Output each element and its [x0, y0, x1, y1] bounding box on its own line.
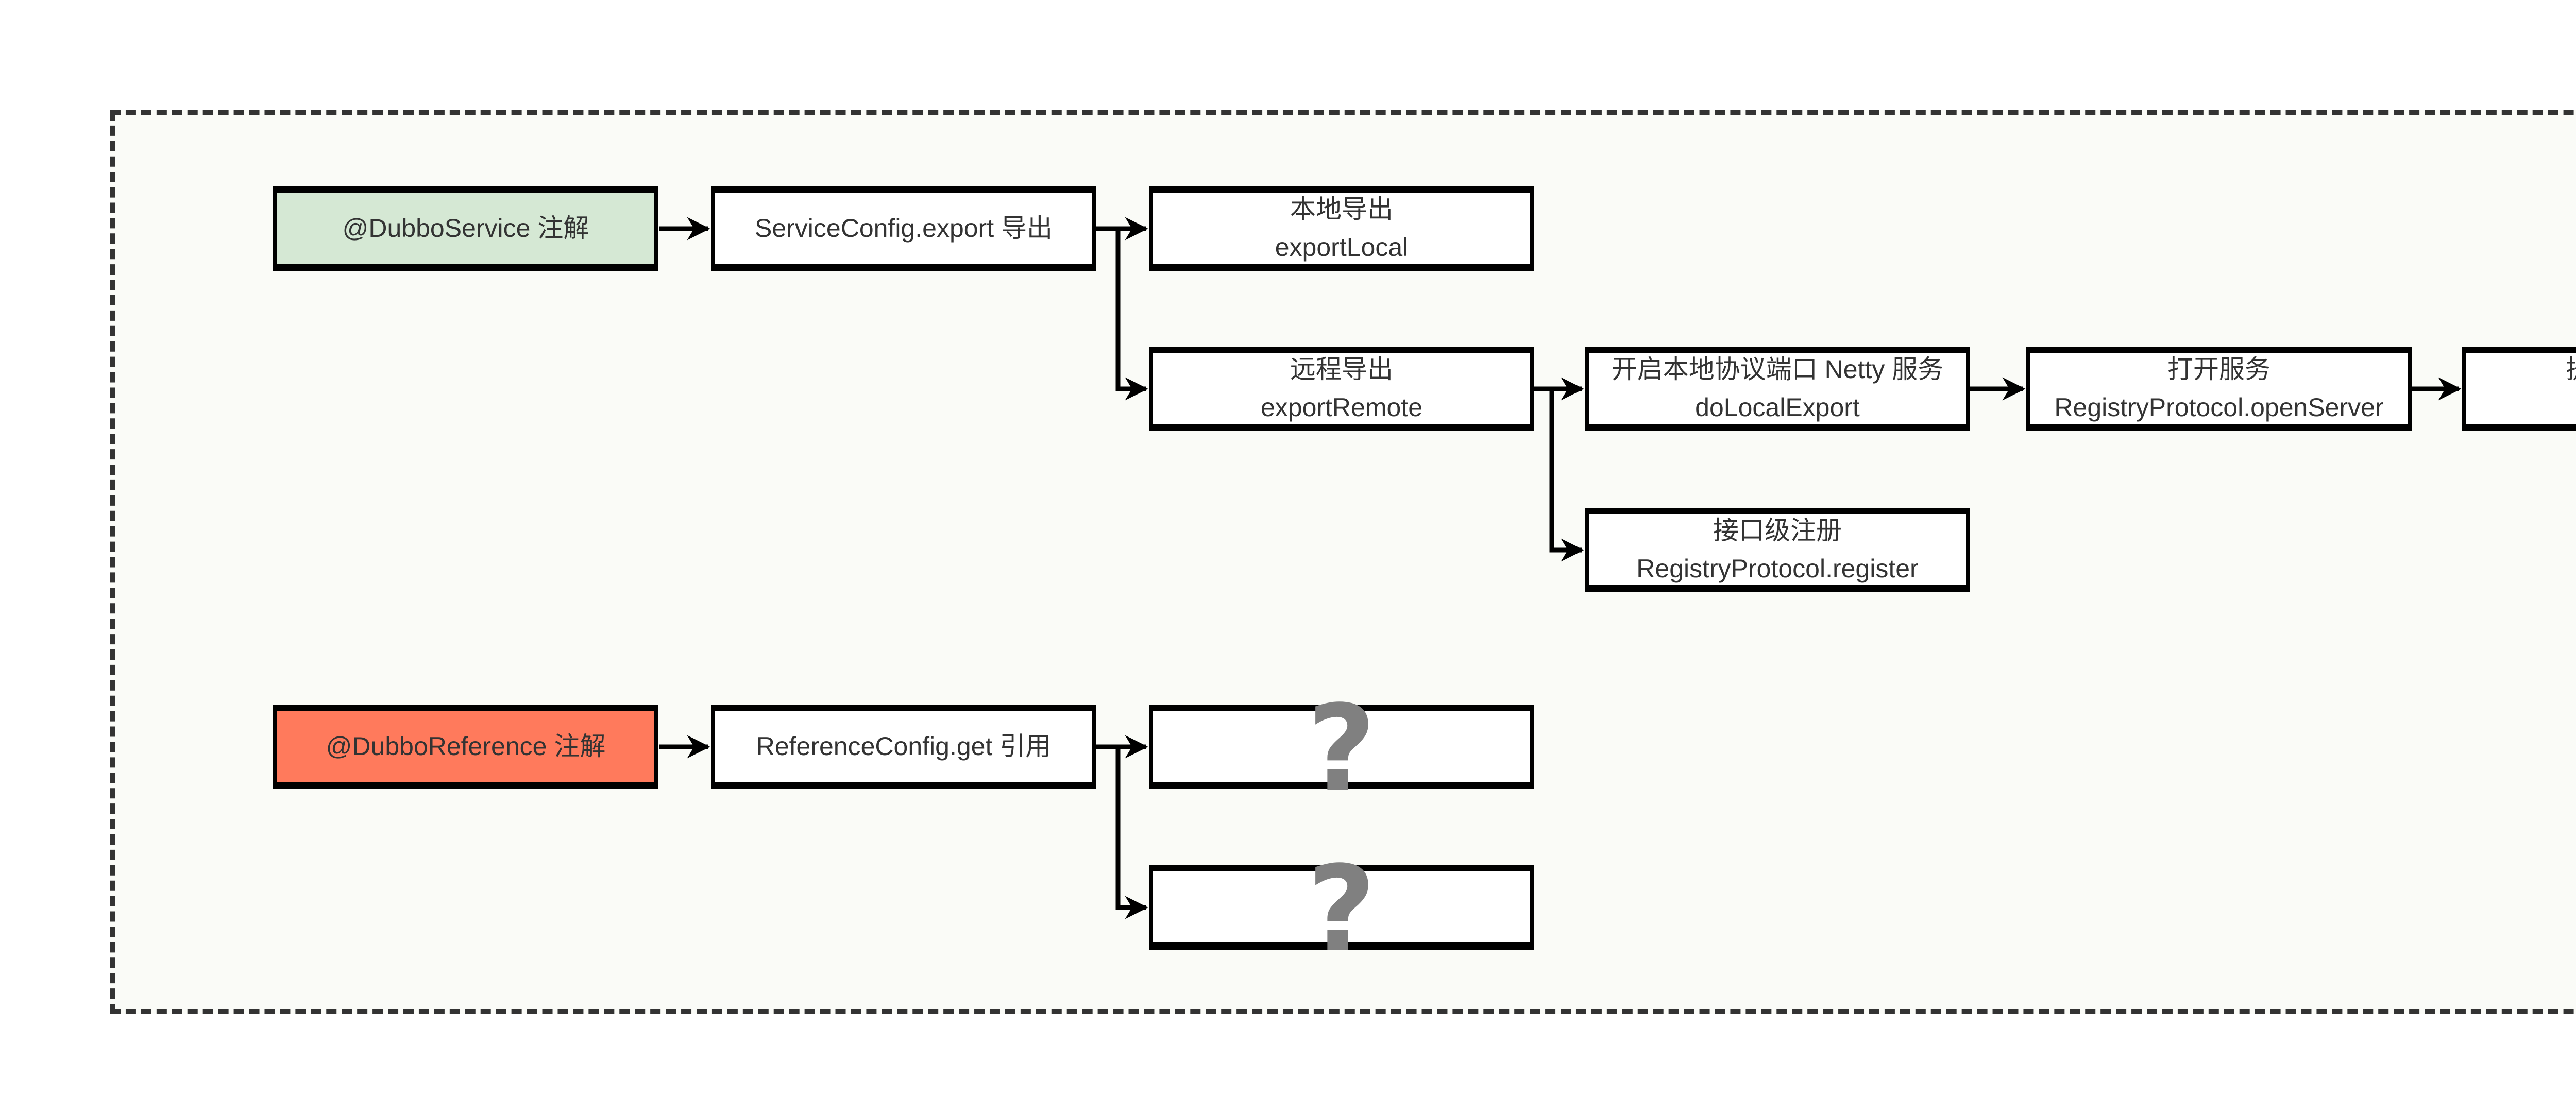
- node-label: ServiceConfig.export 导出: [754, 214, 1053, 243]
- unknown-step-node-1: ?: [1149, 690, 1534, 809]
- netty-server-node: 提供 Netty 服务 NettyServer: [2462, 347, 2576, 431]
- node-title: 开启本地协议端口 Netty 服务: [1611, 355, 1944, 384]
- node-label: @DubboService 注解: [342, 214, 589, 243]
- node-title: 打开服务: [2167, 355, 2270, 384]
- node-method: exportLocal: [1275, 233, 1409, 262]
- open-port-node: 开启本地协议端口 Netty 服务 doLocalExport: [1585, 347, 1970, 431]
- dubbo-reference-annotation-node: @DubboReference 注解: [273, 705, 658, 789]
- node-method: RegistryProtocol.openServer: [2054, 393, 2384, 422]
- service-config-export-node: ServiceConfig.export 导出: [711, 186, 1096, 271]
- register-node: 接口级注册 RegistryProtocol.register: [1585, 508, 1970, 592]
- node-method: doLocalExport: [1695, 393, 1860, 422]
- node-title: 本地导出: [1290, 195, 1393, 224]
- unknown-step-node-2: ?: [1149, 851, 1534, 969]
- node-method: exportRemote: [1260, 393, 1423, 422]
- node-title: 远程导出: [1290, 355, 1393, 384]
- node-method: RegistryProtocol.register: [1636, 554, 1919, 583]
- dubbo-service-annotation-node: @DubboService 注解: [273, 186, 658, 271]
- question-mark-icon: ?: [1307, 680, 1376, 818]
- node-label: ReferenceConfig.get 引用: [756, 732, 1052, 761]
- reference-config-get-node: ReferenceConfig.get 引用: [711, 705, 1096, 789]
- local-export-node: 本地导出 exportLocal: [1149, 186, 1534, 271]
- question-mark-icon: ?: [1307, 841, 1376, 979]
- node-title: 接口级注册: [1713, 516, 1842, 545]
- remote-export-node: 远程导出 exportRemote: [1149, 347, 1534, 431]
- node-title: 提供 Netty 服务: [2566, 350, 2576, 388]
- node-label: @DubboReference 注解: [326, 732, 606, 761]
- open-server-node: 打开服务 RegistryProtocol.openServer: [2026, 347, 2412, 431]
